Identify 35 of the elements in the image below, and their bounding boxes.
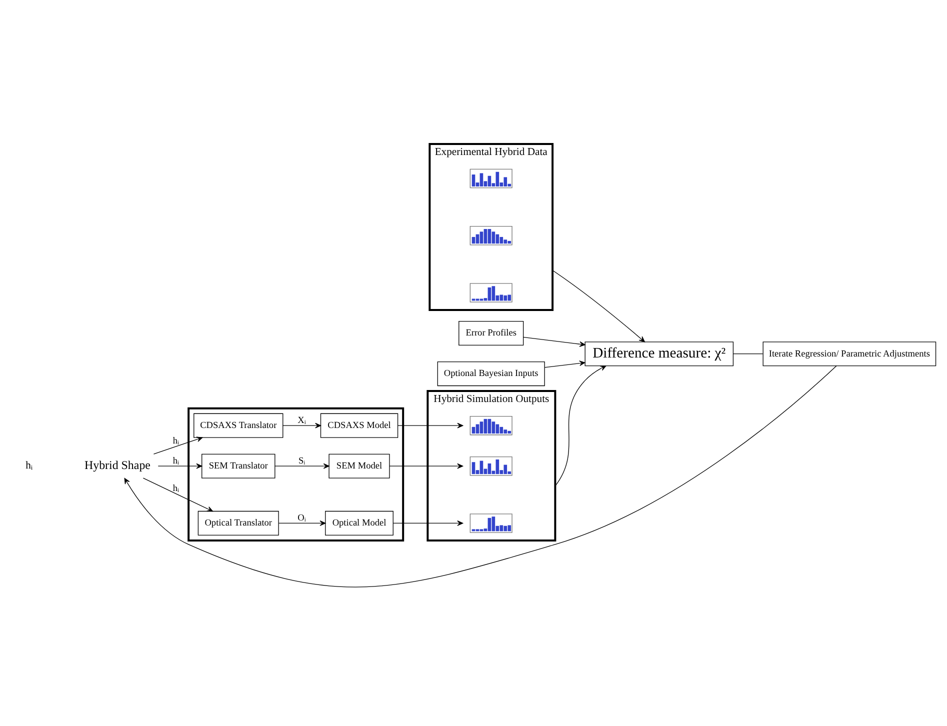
edge-label: Xᵢ [298,416,306,426]
cluster: Hybrid Simulation Outputs [426,390,556,542]
node-box: CDSAXS Translator [194,413,284,438]
edge-label: Sᵢ [298,456,306,467]
cluster: Experimental Hybrid Data [428,142,554,312]
arrow [278,520,326,526]
arrow [544,360,586,368]
arrow [124,366,837,588]
edge-label: hᵢ [172,436,180,447]
node-box: CDSAXS Model [320,413,398,438]
arrow [282,422,321,428]
arrow [522,336,586,347]
arrow [153,436,203,454]
arrow [552,270,645,342]
arrow [392,520,464,526]
label: hᵢ [26,460,33,472]
arrow [398,422,464,428]
node-box: Error Profiles [458,320,524,346]
arrow [274,463,330,469]
node-box: SEM Model [328,454,390,478]
arrow [158,463,202,469]
cluster [188,407,404,542]
arrow [142,478,214,512]
edge-label: Oᵢ [298,514,306,524]
node-box: Iterate Regression/ Parametric Adjustments [762,342,936,366]
node-box: Difference measure: χ² [584,342,734,366]
node-box: Optical Translator [198,510,279,536]
arrow [554,365,606,486]
node-text: Hybrid Shape [84,458,150,472]
arrow [389,463,464,469]
edge-label: hᵢ [172,484,180,494]
node-box: Optional Bayesian Inputs [437,362,545,386]
edge-label: hᵢ [172,456,180,467]
node-box: SEM Translator [202,454,276,478]
node-box: Optical Model [325,510,394,536]
